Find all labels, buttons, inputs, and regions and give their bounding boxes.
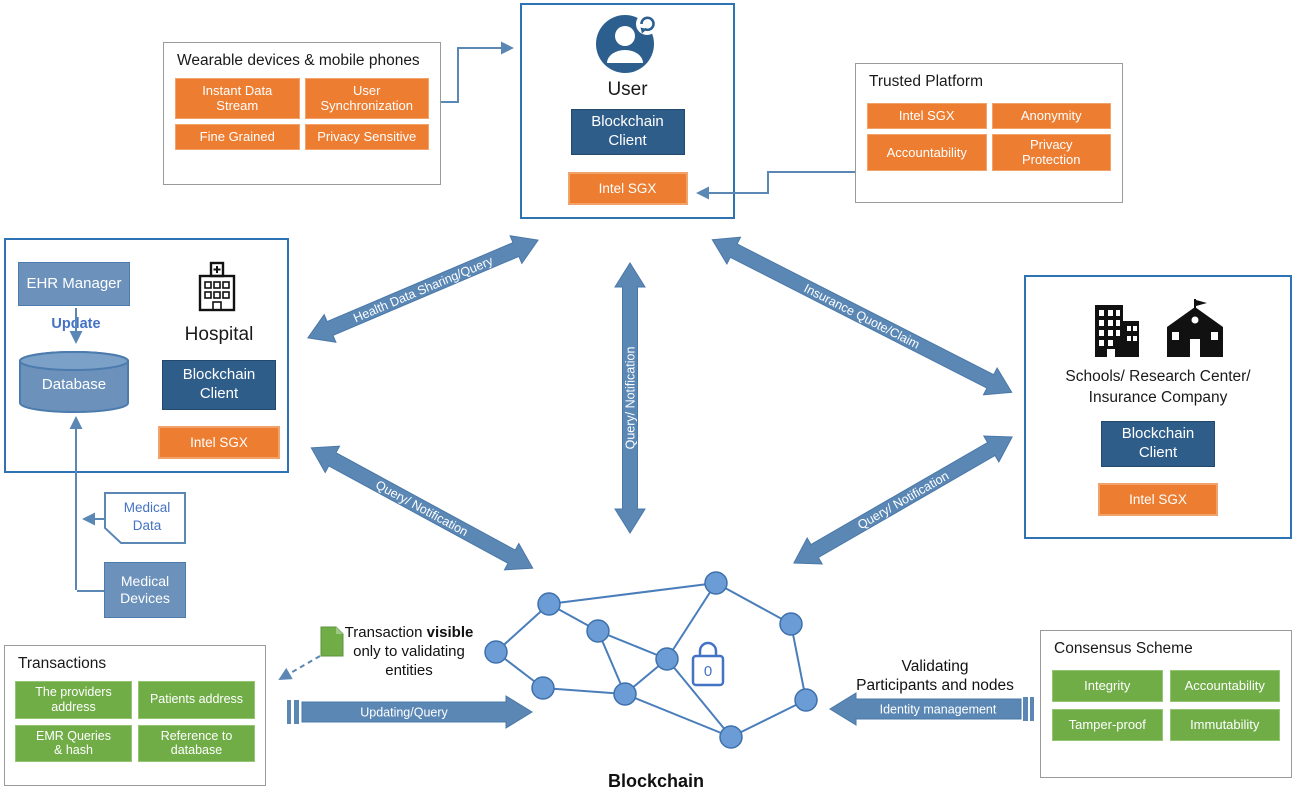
organization-panel: Schools/ Research Center/ Insurance Comp… [1024, 275, 1292, 539]
blockchain-node [655, 647, 679, 671]
medical-data-shape [104, 492, 186, 544]
transaction-note-pre: Transaction [344, 624, 427, 641]
arrow-label-query-right: Query/ Notification [855, 469, 951, 533]
blockchain-node [484, 640, 508, 664]
arrow-label-updating-query: Updating/Query [360, 706, 448, 720]
wearable-devices-title: Wearable devices & mobile phones [177, 52, 420, 69]
medical-data-label: Medical Data [123, 500, 171, 533]
hospital-panel: EHR Manager Update Database Hospital Blo… [4, 238, 289, 473]
hospital-title: Hospital [184, 324, 254, 345]
trusted-platform-panel: Trusted Platform Intel SGX Anonymity Acc… [855, 63, 1123, 203]
office-building-icon [1095, 305, 1139, 357]
arrow-label-insurance: Insurance Quote/Claim [802, 281, 922, 352]
medical-data-note: Medical Data [104, 492, 186, 544]
organization-blockchain-client: Blockchain Client [1101, 420, 1215, 467]
blockchain-node [779, 612, 803, 636]
connector-wearable-to-user [441, 41, 514, 103]
organization-title: Schools/ Research Center/ Insurance Comp… [1065, 368, 1251, 406]
blockchain-node [794, 688, 818, 712]
transaction-note-text: Transaction visible only to validating e… [343, 624, 475, 680]
user-sync-icon [595, 13, 658, 73]
arrow-identity-management: Identity management [829, 692, 1034, 726]
user-intel-sgx: Intel SGX [567, 172, 688, 205]
lock-icon: 0 [691, 641, 725, 687]
hospital-icon [198, 261, 236, 312]
tile-anonymity: Anonymity [991, 103, 1111, 129]
ehr-manager-box: EHR Manager [18, 262, 130, 306]
tile-reference-to-database: Reference to database [138, 724, 255, 762]
arrow-health-data-sharing: Health Data Sharing/Query [307, 235, 539, 343]
transactions-tile-grid: The providers address Patients address E… [15, 681, 255, 762]
arrow-query-notification-left: Query/ Notification [310, 445, 534, 571]
arrow-label-query-vertical: Query/ Notification [624, 347, 638, 450]
blockchain-network-nodes [484, 571, 818, 749]
blockchain-label: Blockchain [607, 771, 705, 791]
user-blockchain-client: Blockchain Client [570, 109, 685, 155]
tile-immutability: Immutability [1169, 709, 1280, 741]
arrow-query-notification-right: Query/ Notification [793, 435, 1013, 565]
organization-icons [1087, 299, 1229, 357]
blockchain-node [613, 682, 637, 706]
user-panel: User Blockchain Client Intel SGX [520, 3, 735, 219]
trusted-platform-tile-grid: Intel SGX Anonymity Accountability Priva… [867, 103, 1111, 171]
transaction-note-bold: visible [426, 624, 474, 641]
database-label: Database [41, 376, 107, 393]
blockchain-node [704, 571, 728, 595]
transaction-note-icon [320, 626, 344, 657]
arrow-updating-query: Updating/Query [287, 695, 533, 729]
arrow-query-notification-vertical: Query/ Notification [614, 262, 646, 534]
tile-intel-sgx: Intel SGX [867, 103, 987, 129]
tile-tamper-proof: Tamper-proof [1052, 709, 1163, 741]
consensus-tile-grid: Integrity Accountability Tamper-proof Im… [1052, 670, 1280, 741]
blockchain-node [537, 592, 561, 616]
tile-emr-queries-hash: EMR Queries & hash [15, 724, 132, 762]
blockchain-node [719, 725, 743, 749]
lock-value: 0 [704, 663, 712, 680]
transactions-title: Transactions [18, 655, 107, 672]
update-label: Update [51, 316, 101, 332]
tile-privacy-sensitive: Privacy Sensitive [304, 123, 429, 150]
validating-note-line2: Participants and nodes [856, 677, 1014, 695]
arrow-insurance-quote-claim: Insurance Quote/Claim [711, 236, 1013, 396]
validating-note-line1: Validating [901, 658, 969, 675]
tile-fine-grained: Fine Grained [175, 123, 300, 150]
hospital-intel-sgx: Intel SGX [158, 426, 280, 459]
consensus-panel: Consensus Scheme Integrity Accountabilit… [1040, 630, 1292, 778]
tile-accountability: Accountability [867, 134, 987, 171]
blockchain-network-edges [495, 582, 807, 738]
database-cylinder: Database [18, 350, 130, 414]
arrow-label-identity-management: Identity management [880, 703, 997, 717]
database-cylinder-shape [19, 351, 129, 413]
tile-patients-address: Patients address [138, 681, 255, 719]
hospital-blockchain-client: Blockchain Client [162, 360, 276, 410]
transaction-note-post: only to validating entities [353, 642, 465, 679]
tile-integrity: Integrity [1052, 670, 1163, 702]
wearable-devices-panel: Wearable devices & mobile phones Instant… [163, 42, 441, 185]
wearable-tile-grid: Instant Data Stream User Synchronization… [175, 78, 429, 150]
connector-note-to-transactions [278, 655, 321, 680]
medical-devices-box: Medical Devices [104, 562, 186, 618]
tile-instant-data-stream: Instant Data Stream [175, 78, 300, 119]
trusted-platform-title: Trusted Platform [869, 73, 983, 90]
blockchain-node [531, 676, 555, 700]
tile-user-synchronization: User Synchronization [304, 78, 429, 119]
consensus-title: Consensus Scheme [1054, 640, 1193, 657]
tile-providers-address: The providers address [15, 681, 132, 719]
blockchain-node [586, 619, 610, 643]
user-title: User [607, 79, 648, 100]
transactions-panel: Transactions The providers address Patie… [4, 645, 266, 786]
organization-intel-sgx: Intel SGX [1098, 482, 1218, 516]
tile-accountability: Accountability [1169, 670, 1280, 702]
tile-privacy-protection: Privacy Protection [991, 134, 1111, 171]
validating-note: Validating Participants and nodes [840, 657, 1030, 696]
school-building-icon [1167, 299, 1223, 357]
arrow-label-health-data: Health Data Sharing/Query [351, 253, 495, 325]
arrow-label-query-left: Query/ Notification [373, 478, 470, 539]
